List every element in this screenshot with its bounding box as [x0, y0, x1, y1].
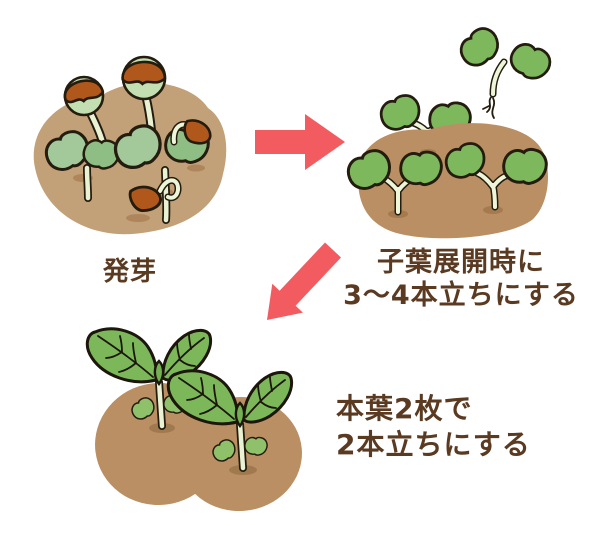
cotyledon-stage-illustration	[342, 22, 557, 239]
caption-line: 子葉展開時に	[377, 247, 545, 278]
arrow-right-icon	[255, 114, 345, 170]
caption-cotyledon-thinning: 子葉展開時に 3〜4本立ちにする	[330, 247, 592, 313]
arrow-down-left-icon	[267, 242, 341, 320]
caption-line: 本葉2枚で	[336, 392, 473, 425]
caption-line: 2本立ちにする	[336, 427, 531, 461]
caption-true-leaf-thinning: 本葉2枚で 2本立ちにする	[336, 391, 586, 463]
germination-illustration	[33, 55, 227, 235]
capped-sprout-icon	[121, 55, 167, 155]
cotyledon-seedling-icon	[40, 127, 124, 202]
cotyledon-seedling-icon	[342, 146, 446, 216]
cotyledon-seedling-icon	[109, 120, 213, 224]
pulled-seedling-icon	[453, 22, 557, 119]
looping-seed-icon	[170, 119, 212, 146]
caption-germination: 発芽	[102, 257, 157, 287]
caption-line: 3〜4本立ちにする	[343, 279, 579, 311]
true-leaf-stage-illustration	[85, 327, 302, 512]
looping-seed-icon	[128, 176, 182, 213]
true-leaf-plant-icon	[85, 327, 213, 430]
cotyledon-seedling-icon	[442, 139, 551, 211]
